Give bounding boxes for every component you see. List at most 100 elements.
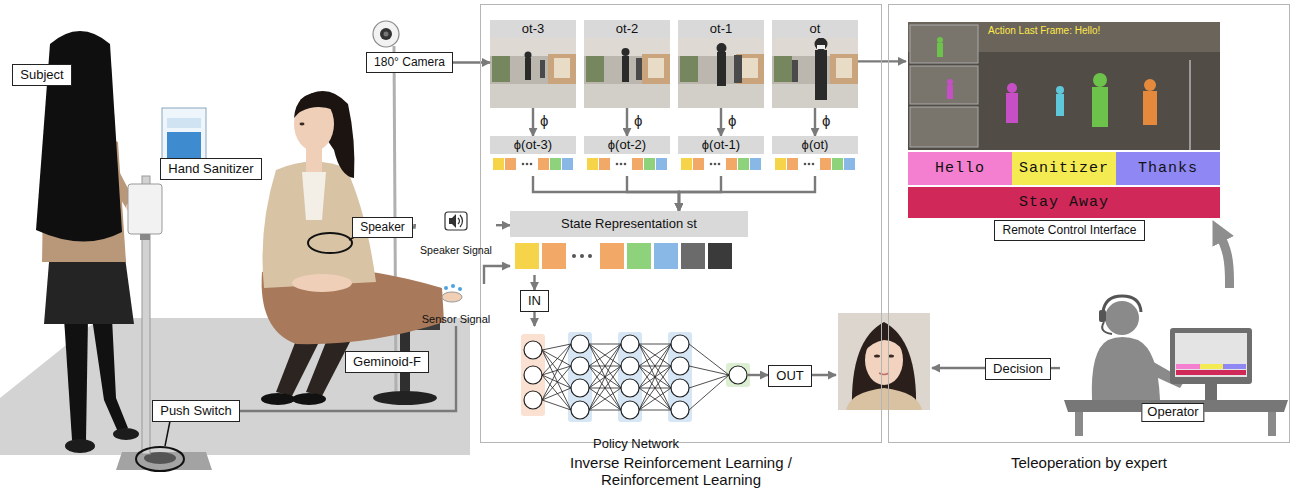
interface-screen-photo bbox=[1144, 79, 1156, 91]
node-label: Speaker Signal bbox=[416, 244, 496, 256]
interface-screen-photo bbox=[910, 107, 978, 147]
subject-figure bbox=[36, 31, 122, 242]
camera bbox=[380, 28, 392, 40]
policy-network bbox=[671, 357, 689, 375]
interface-screen-photo bbox=[1056, 94, 1064, 116]
operator-figure bbox=[1175, 333, 1247, 377]
feature-vectors bbox=[681, 158, 761, 170]
action-button: Thanks bbox=[1116, 152, 1220, 185]
signal-icon: Sensor Signal bbox=[416, 284, 496, 326]
interface-screen-photo bbox=[947, 85, 953, 99]
robot-face-photo bbox=[846, 388, 922, 410]
node-label: Decision bbox=[993, 362, 1043, 377]
geminoid-figure bbox=[294, 92, 346, 118]
sensor-icon bbox=[451, 284, 455, 288]
camera-frames bbox=[717, 43, 727, 53]
connector bbox=[858, 60, 906, 62]
state-vector bbox=[580, 254, 584, 258]
push-switch-callout bbox=[165, 421, 170, 446]
label-box: Subject bbox=[12, 64, 72, 86]
node-label: Hand Sanitizer bbox=[168, 162, 253, 177]
camera-frames bbox=[490, 38, 576, 108]
camera-frames bbox=[525, 58, 531, 80]
observation-frame: ot-1 bbox=[678, 20, 764, 108]
observation-frame: ot-2 bbox=[584, 20, 670, 108]
node-label: Operator bbox=[1141, 403, 1204, 422]
node-label: Policy Network bbox=[515, 437, 757, 452]
operator-figure bbox=[1268, 412, 1276, 436]
node-label: 180° Camera bbox=[374, 56, 445, 70]
operator-figure bbox=[1103, 296, 1141, 312]
node-label: Thanks bbox=[1138, 160, 1198, 177]
state-vector bbox=[515, 243, 732, 269]
camera-frames bbox=[622, 48, 630, 56]
operator-figure bbox=[1170, 328, 1252, 384]
camera-frames bbox=[540, 60, 545, 78]
sanitizer-stand bbox=[116, 452, 212, 470]
interface-screen-photo bbox=[908, 22, 1220, 150]
connector bbox=[533, 275, 535, 290]
operator-figure bbox=[1176, 364, 1200, 369]
feature-vectors bbox=[587, 158, 667, 170]
label-box: Hand Sanitizer bbox=[160, 158, 262, 180]
speaker-callout bbox=[308, 233, 356, 253]
policy-network bbox=[618, 332, 642, 422]
sensor-icon bbox=[458, 287, 462, 291]
camera bbox=[373, 21, 399, 47]
policy-network bbox=[668, 332, 692, 422]
node-label: ϕ(ot) bbox=[772, 136, 858, 154]
node-label: Speaker bbox=[360, 221, 405, 235]
action-button: Sanitizer bbox=[1012, 152, 1116, 185]
subject-figure bbox=[65, 439, 95, 453]
node-label: ot-3 bbox=[490, 20, 576, 38]
feature-vectors bbox=[493, 158, 855, 170]
operator-figure bbox=[1099, 310, 1106, 322]
connector bbox=[626, 108, 628, 136]
geminoid-figure bbox=[300, 123, 305, 126]
camera-frames bbox=[815, 50, 827, 100]
panel-caption: Teleoperation by expert bbox=[939, 455, 1239, 472]
state-vector bbox=[515, 243, 539, 269]
interface-screen-photo bbox=[908, 22, 1220, 150]
node-label: Stay Away bbox=[1019, 194, 1109, 211]
policy-network bbox=[621, 379, 639, 397]
geminoid-figure bbox=[373, 391, 437, 405]
connector bbox=[453, 61, 490, 63]
label-box: Geminoid-F bbox=[345, 351, 429, 373]
interface-screen-photo bbox=[1092, 87, 1108, 127]
interface-screen-photo bbox=[937, 43, 943, 57]
node-label: OUT bbox=[776, 369, 803, 384]
robot-face-photo bbox=[888, 354, 894, 357]
interface-screen-photo bbox=[910, 66, 978, 104]
policy-network bbox=[671, 335, 689, 353]
operator-figure bbox=[1223, 364, 1246, 369]
action-button: Stay Away bbox=[908, 187, 1220, 218]
geminoid-figure bbox=[261, 393, 295, 405]
connector bbox=[720, 108, 722, 136]
connector bbox=[1051, 367, 1060, 369]
policy-network bbox=[671, 379, 689, 397]
node-label: ot-2 bbox=[584, 20, 670, 38]
speaker-icon bbox=[445, 212, 467, 230]
connector bbox=[496, 224, 510, 226]
feature-box: ϕ(ot-2) bbox=[584, 136, 670, 176]
feature-box: ϕ(ot-3) bbox=[490, 136, 576, 176]
floor bbox=[0, 318, 470, 455]
node-label: Sensor Signal bbox=[416, 313, 496, 326]
policy-network bbox=[671, 401, 689, 419]
camera-frames bbox=[490, 38, 858, 109]
node-label: ot-1 bbox=[678, 20, 764, 38]
label-box: Remote Control Interface bbox=[994, 220, 1145, 241]
node-label: Push Switch bbox=[160, 404, 232, 419]
feature-vectors bbox=[775, 158, 855, 170]
connector bbox=[533, 176, 679, 211]
node-label: IN bbox=[528, 294, 541, 309]
policy-network bbox=[621, 401, 639, 419]
policy-network bbox=[521, 332, 757, 422]
policy-network bbox=[524, 366, 542, 384]
robot-face-photo bbox=[874, 354, 880, 357]
edge-label: ϕ bbox=[822, 112, 830, 129]
operator-figure bbox=[1105, 301, 1139, 335]
node-label: ϕ(ot-3) bbox=[490, 136, 576, 154]
node-label: Geminoid-F bbox=[353, 355, 421, 370]
